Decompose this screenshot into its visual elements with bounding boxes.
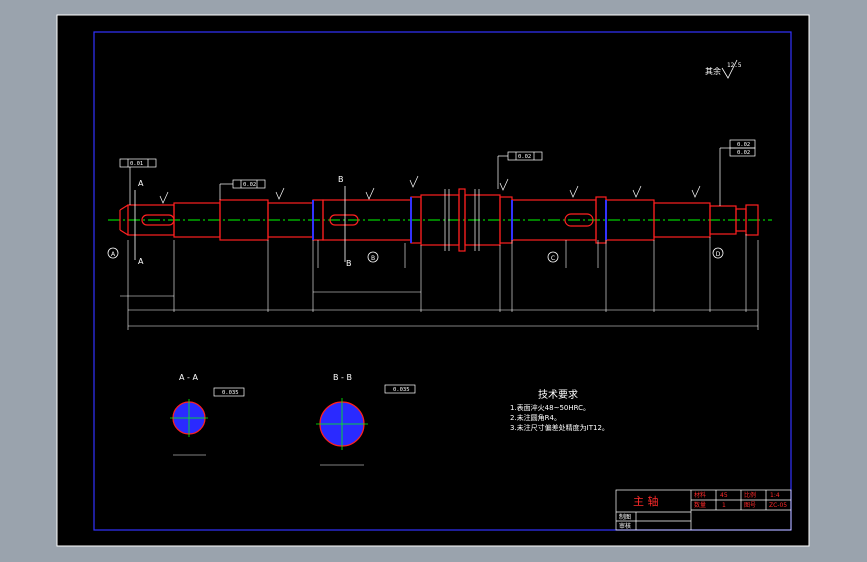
- tol-3: 0.02: [518, 154, 531, 160]
- drawing-label: 图号: [744, 502, 756, 509]
- section-view-aa: A - A 0.035: [170, 373, 245, 456]
- part-name: 主 轴: [633, 494, 659, 508]
- sec-a-tol: 0.035: [222, 390, 239, 396]
- material-value: 45: [720, 492, 728, 499]
- section-view-bb: B - B 0.035: [316, 373, 416, 466]
- sec-b-tol: 0.035: [393, 387, 410, 393]
- sheet-border: [56, 14, 810, 547]
- scale-value: 1:4: [770, 492, 780, 499]
- datum-d: D: [716, 251, 721, 258]
- notes-title: 技术要求: [538, 388, 578, 401]
- surface-finish-label: 其余: [705, 66, 721, 76]
- roughness-marks: [159, 175, 701, 204]
- tol-4: 0.02: [737, 142, 750, 148]
- drawing-value: ZC-05: [769, 502, 787, 509]
- tolerance-frames: [119, 139, 756, 206]
- qty-value: 1: [722, 502, 726, 509]
- section-a-bottom: A: [138, 257, 144, 266]
- checked-by-label: 审核: [619, 522, 631, 530]
- surface-finish-symbol: [721, 59, 738, 79]
- drawing-frame: [93, 31, 792, 531]
- note-3: 3.未注尺寸偏差处精度为IT12。: [510, 423, 609, 432]
- datum-b: B: [371, 255, 375, 262]
- section-aa-title: A - A: [179, 373, 198, 382]
- shaft-shoulder-marks: [312, 197, 607, 243]
- note-1: 1.表面淬火48~50HRC。: [510, 403, 590, 412]
- note-2: 2.未注圆角R4。: [510, 413, 561, 422]
- section-markers: A A B B: [138, 175, 352, 268]
- dimension-lines: [120, 234, 759, 330]
- material-label: 材料: [694, 491, 706, 499]
- qty-label: 数量: [694, 501, 706, 509]
- drawn-by-label: 制图: [619, 513, 631, 521]
- section-bb-title: B - B: [333, 373, 352, 382]
- datum-c: C: [551, 255, 555, 262]
- datum-circles: [107, 186, 724, 263]
- title-block: [615, 489, 792, 531]
- scale-label: 比例: [744, 491, 756, 499]
- title-block-fields: 材料 45 比例 1:4 数量 1 图号 ZC-05: [694, 491, 787, 509]
- tol-5: 0.02: [737, 150, 750, 156]
- collar-grooves: [444, 189, 480, 251]
- tolerance-values: 0.01 0.02 0.02 0.02 0.02: [130, 142, 750, 188]
- section-b-bottom: B: [346, 259, 352, 268]
- datum-a: A: [111, 251, 116, 258]
- tol-1: 0.01: [130, 161, 143, 167]
- section-b-top: B: [338, 175, 344, 184]
- datum-labels: A B C D: [111, 251, 721, 262]
- section-a-top: A: [138, 179, 144, 188]
- tol-2: 0.02: [243, 182, 256, 188]
